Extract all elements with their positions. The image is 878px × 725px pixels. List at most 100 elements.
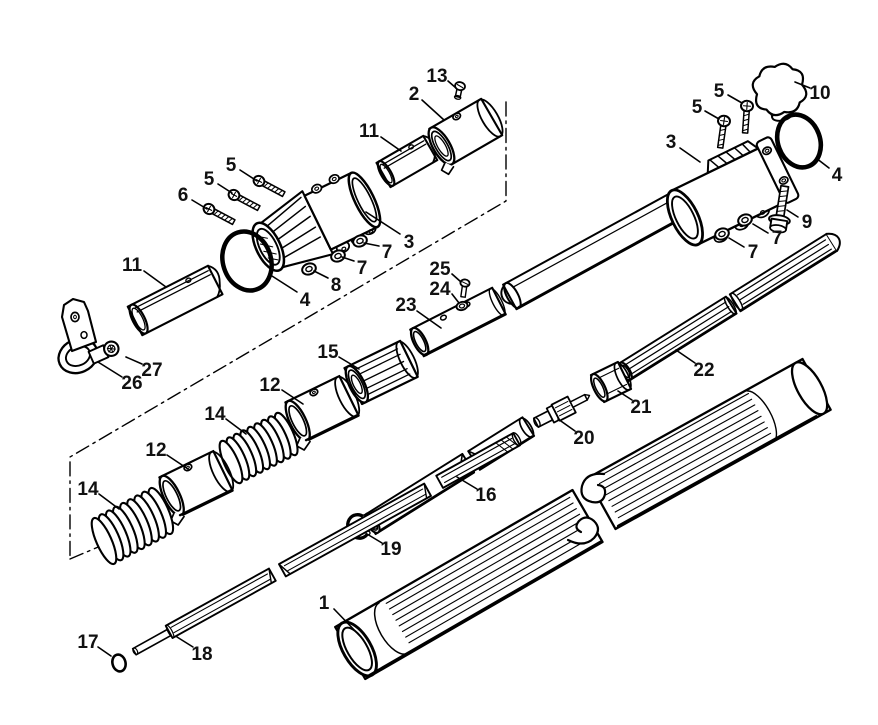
leader-line-6-5 xyxy=(191,199,208,210)
leader-line-9-27 xyxy=(786,209,799,218)
leader-line-14-19 xyxy=(98,493,120,510)
leader-line-3-11 xyxy=(365,211,401,235)
leader-line-5-3 xyxy=(239,169,258,182)
part-20-adapter xyxy=(532,393,591,429)
part-label-12-18: 12 xyxy=(145,440,166,461)
part-1-strap-curl-lower xyxy=(566,516,600,545)
leader-line-4-26 xyxy=(815,157,830,169)
leader-line-11-2 xyxy=(380,136,402,152)
leader-line-5-22 xyxy=(704,110,720,120)
part-12-coupler-upper xyxy=(284,374,361,451)
leader-line-22-30 xyxy=(675,349,696,364)
part-18-drive-shaft-c xyxy=(435,432,522,489)
part-3-clamp-right xyxy=(665,136,800,247)
leader-line-4-7 xyxy=(271,275,298,293)
part-label-5-23: 5 xyxy=(714,81,725,102)
leader-line-25-12 xyxy=(451,273,462,283)
part-label-8-8: 8 xyxy=(331,275,342,296)
part-label-4-26: 4 xyxy=(832,165,843,186)
part-7-nut-left-a xyxy=(330,249,346,263)
part-5-screw-left-b xyxy=(227,188,261,212)
leader-line-3-25 xyxy=(679,147,701,163)
part-5-screw-right-b xyxy=(740,99,754,134)
part-13-screw xyxy=(453,81,466,100)
part-label-2-1: 2 xyxy=(409,84,420,105)
leader-line-16-33 xyxy=(456,476,478,490)
part-label-10-24: 10 xyxy=(809,83,830,104)
leader-line-12-16 xyxy=(281,389,304,405)
leader-line-27-20 xyxy=(125,356,143,365)
part-7-nut-right-a xyxy=(737,213,753,227)
part-22-splined-rod-upper xyxy=(728,232,841,313)
part-label-22-30: 22 xyxy=(693,360,714,381)
part-label-14-17: 14 xyxy=(204,404,226,425)
part-label-23-14: 23 xyxy=(395,295,416,316)
leader-line-17-36 xyxy=(97,646,112,657)
part-23-tube xyxy=(409,286,507,358)
part-9-bolt xyxy=(768,184,791,234)
leader-line-2-1 xyxy=(421,99,445,121)
drive-tube-upper xyxy=(500,182,702,311)
part-5-screw-left-a xyxy=(252,174,286,198)
part-label-11-2: 11 xyxy=(359,121,380,142)
part-7-nut-left-b xyxy=(352,234,368,248)
part-label-7-9: 7 xyxy=(357,258,368,279)
part-10-star-knob xyxy=(751,62,808,122)
leader-line-21-31 xyxy=(617,390,633,401)
part-11-left-sleeve xyxy=(126,264,224,337)
part-label-14-19: 14 xyxy=(77,479,99,500)
part-label-26-21: 26 xyxy=(121,373,142,394)
part-14-spring-upper xyxy=(218,411,299,485)
part-4-oring-right xyxy=(774,112,824,170)
leader-line-11-6 xyxy=(143,270,167,288)
leader-line-10-24 xyxy=(794,81,811,89)
leader-line-7-9 xyxy=(341,256,355,262)
part-14-spring-lower xyxy=(90,486,175,566)
part-label-20-32: 20 xyxy=(573,428,594,449)
leader-line-18-35 xyxy=(176,636,194,648)
part-17-oring xyxy=(111,653,127,673)
part-label-24-13: 24 xyxy=(429,279,451,300)
part-label-21-31: 21 xyxy=(630,397,652,418)
part-label-17-36: 17 xyxy=(77,632,98,653)
part-22-splined-rod-lower xyxy=(616,295,738,383)
part-label-25-12: 25 xyxy=(429,259,451,280)
leader-lines xyxy=(97,80,830,657)
part-label-27-20: 27 xyxy=(141,360,162,381)
leader-line-20-32 xyxy=(557,418,576,432)
leader-line-5-4 xyxy=(217,183,233,194)
part-5-screw-right-a xyxy=(716,114,731,149)
part-24-nut xyxy=(455,300,469,312)
leader-line-24-13 xyxy=(451,293,460,304)
leader-line-12-18 xyxy=(166,454,189,470)
leader-line-7-10 xyxy=(363,242,380,247)
leader-line-26-21 xyxy=(97,361,123,378)
part-label-12-16: 12 xyxy=(259,375,280,396)
part-label-13-0: 13 xyxy=(426,66,447,87)
part-label-15-15: 15 xyxy=(317,342,339,363)
part-15-splined-coupler xyxy=(343,339,419,406)
part-label-5-4: 5 xyxy=(204,169,215,190)
part-6-screw xyxy=(202,202,236,226)
part-1-outer-tube-upper xyxy=(586,357,832,531)
part-12-coupler-lower xyxy=(158,449,235,526)
art-root: 1321155611487732524231512141214272655103… xyxy=(57,62,843,681)
part-label-1-37: 1 xyxy=(319,593,330,614)
part-4-oring-left xyxy=(220,229,274,293)
part-8-nut xyxy=(301,262,317,276)
part-label-9-27: 9 xyxy=(802,212,813,233)
part-label-7-28: 7 xyxy=(772,228,783,249)
part-label-11-6: 11 xyxy=(122,255,143,276)
part-7-nut-right-b xyxy=(714,227,730,241)
part-label-18-35: 18 xyxy=(191,644,212,665)
part-label-7-10: 7 xyxy=(382,242,393,263)
part-label-4-7: 4 xyxy=(300,290,311,311)
leader-line-8-8 xyxy=(313,270,329,279)
leader-line-14-17 xyxy=(225,418,247,435)
part-3-clamp-left xyxy=(251,171,382,272)
part-label-19-34: 19 xyxy=(380,539,401,560)
leader-line-5-23 xyxy=(727,94,743,104)
